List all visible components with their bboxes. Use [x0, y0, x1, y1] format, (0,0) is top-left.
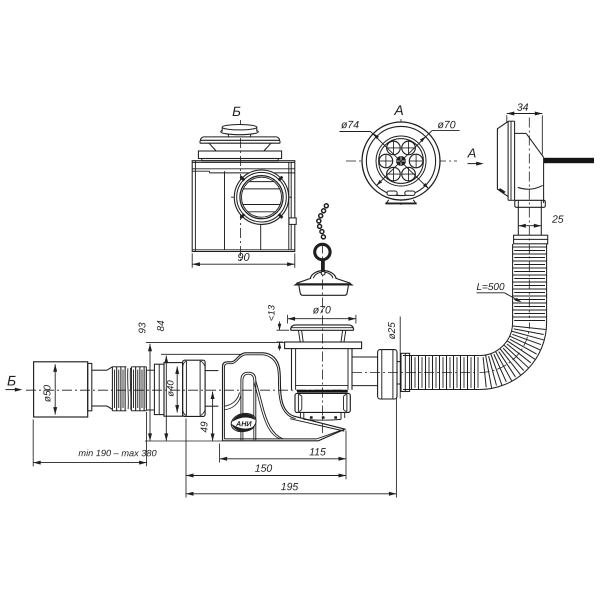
svg-text:ø25: ø25 — [387, 322, 398, 340]
svg-text:ø50: ø50 — [43, 384, 54, 402]
svg-text:ø74: ø74 — [341, 119, 359, 131]
svg-text:115: 115 — [309, 446, 326, 458]
svg-text:Б: Б — [7, 372, 16, 388]
svg-text:<13: <13 — [267, 304, 278, 321]
svg-text:АНИ: АНИ — [235, 419, 252, 428]
svg-text:L=500: L=500 — [476, 282, 505, 293]
svg-text:150: 150 — [255, 463, 273, 475]
svg-text:ø70: ø70 — [313, 304, 331, 316]
svg-text:90: 90 — [237, 252, 250, 264]
svg-text:25: 25 — [551, 214, 564, 226]
svg-text:ø40: ø40 — [165, 380, 176, 397]
svg-text:93: 93 — [138, 322, 149, 334]
svg-text:84: 84 — [156, 320, 167, 332]
svg-text:195: 195 — [281, 481, 299, 493]
svg-text:min 190 – max 380: min 190 – max 380 — [78, 448, 157, 458]
svg-text:ø70: ø70 — [437, 119, 455, 131]
svg-text:49: 49 — [200, 421, 211, 433]
svg-text:A: A — [393, 102, 403, 118]
svg-text:34: 34 — [517, 102, 529, 114]
svg-text:A: A — [467, 145, 477, 160]
svg-text:Б: Б — [232, 104, 241, 119]
